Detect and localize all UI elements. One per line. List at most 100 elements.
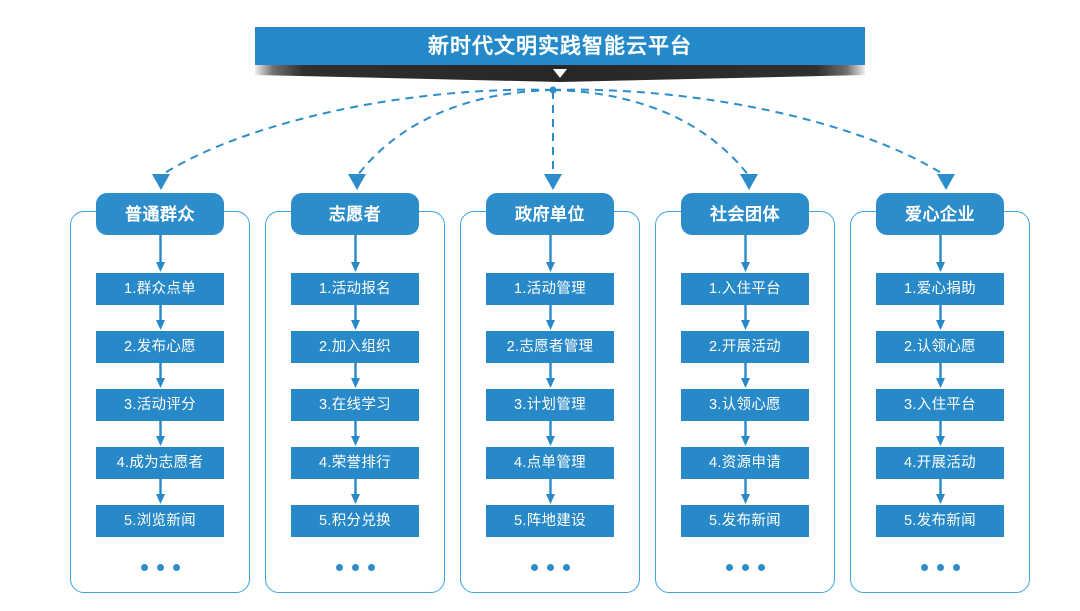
role-item-label: 5.积分兑换 — [319, 512, 391, 529]
role-item-label: 1.群众点单 — [124, 280, 196, 297]
role-item[interactable]: 3.活动评分 — [96, 389, 224, 421]
role-item[interactable]: 4.开展活动 — [876, 447, 1004, 479]
ellipsis-dot — [757, 563, 765, 571]
down-arrow-icon — [740, 235, 750, 273]
ellipsis-dot — [172, 563, 180, 571]
role-item-label: 3.计划管理 — [514, 396, 586, 413]
role-item-label: 4.点单管理 — [514, 454, 586, 471]
role-item-label: 4.资源申请 — [709, 454, 781, 471]
role-item[interactable]: 3.入住平台 — [876, 389, 1004, 421]
role-column-3: 政府单位 1.活动管理 2.志愿者管理 3.计划管理 4.点单管理 — [460, 193, 640, 593]
role-header-1[interactable]: 普通群众 — [96, 193, 224, 235]
role-header-label-1: 普通群众 — [125, 204, 195, 224]
down-arrow-icon — [155, 235, 165, 273]
down-arrow-icon — [155, 421, 165, 447]
role-item-label: 1.爱心捐助 — [904, 280, 976, 297]
role-item[interactable]: 4.荣誉排行 — [291, 447, 419, 479]
connector-to-col-2 — [356, 89, 554, 177]
down-arrow-icon — [155, 363, 165, 389]
ellipsis-dot — [562, 563, 570, 571]
role-item[interactable]: 2.发布心愿 — [96, 331, 224, 363]
role-header-label-5: 爱心企业 — [905, 204, 975, 224]
role-item-label: 2.发布心愿 — [124, 338, 196, 355]
banner-ribbon-tail — [255, 65, 865, 82]
more-items-ellipsis — [725, 562, 765, 572]
down-arrow-icon — [935, 363, 945, 389]
connector-arrowhead-1 — [152, 174, 170, 190]
role-item[interactable]: 5.发布新闻 — [876, 505, 1004, 537]
role-columns: 普通群众 1.群众点单 2.发布心愿 3.活动评分 4.成为志愿者 — [70, 193, 1030, 593]
ellipsis-dot — [367, 563, 375, 571]
role-item-label: 1.入住平台 — [709, 280, 781, 297]
down-arrow-icon — [935, 235, 945, 273]
role-item-label: 5.发布新闻 — [904, 512, 976, 529]
role-item-label: 1.活动报名 — [319, 280, 391, 297]
connector-arrowhead-3 — [544, 174, 562, 190]
ellipsis-dot — [741, 563, 749, 571]
role-header-label-3: 政府单位 — [515, 204, 585, 224]
role-header-5[interactable]: 爱心企业 — [876, 193, 1004, 235]
ellipsis-dot — [530, 563, 538, 571]
down-arrow-icon — [350, 479, 360, 505]
connector-arrowhead-2 — [348, 174, 366, 190]
role-item[interactable]: 1.群众点单 — [96, 273, 224, 305]
role-item-label: 5.浏览新闻 — [124, 512, 196, 529]
role-item[interactable]: 4.点单管理 — [486, 447, 614, 479]
role-item[interactable]: 1.活动报名 — [291, 273, 419, 305]
role-item[interactable]: 5.浏览新闻 — [96, 505, 224, 537]
role-item[interactable]: 1.活动管理 — [486, 273, 614, 305]
ellipsis-dot — [546, 563, 554, 571]
ellipsis-dot — [725, 563, 733, 571]
role-header-2[interactable]: 志愿者 — [291, 193, 419, 235]
role-item-list-1: 1.群众点单 2.发布心愿 3.活动评分 4.成为志愿者 5.浏览新闻 — [96, 235, 224, 572]
down-arrow-icon — [935, 305, 945, 331]
role-item-list-5: 1.爱心捐助 2.认领心愿 3.入住平台 4.开展活动 5.发布新闻 — [876, 235, 1004, 572]
role-item[interactable]: 3.在线学习 — [291, 389, 419, 421]
down-arrow-icon — [545, 479, 555, 505]
role-item[interactable]: 1.爱心捐助 — [876, 273, 1004, 305]
role-item[interactable]: 5.积分兑换 — [291, 505, 419, 537]
role-item[interactable]: 1.入住平台 — [681, 273, 809, 305]
down-arrow-icon — [155, 305, 165, 331]
ellipsis-dot — [351, 563, 359, 571]
down-arrow-icon — [545, 305, 555, 331]
role-item-list-2: 1.活动报名 2.加入组织 3.在线学习 4.荣誉排行 5.积分兑换 — [291, 235, 419, 572]
connector-to-col-4 — [552, 89, 750, 177]
role-item-label: 4.成为志愿者 — [116, 454, 204, 471]
role-item[interactable]: 5.发布新闻 — [681, 505, 809, 537]
connector-arrowhead-5 — [937, 174, 955, 190]
down-arrow-icon — [545, 363, 555, 389]
role-item[interactable]: 4.资源申请 — [681, 447, 809, 479]
ellipsis-dot — [335, 563, 343, 571]
more-items-ellipsis — [530, 562, 570, 572]
role-item[interactable]: 3.计划管理 — [486, 389, 614, 421]
role-item-label: 5.发布新闻 — [709, 512, 781, 529]
role-item-list-3: 1.活动管理 2.志愿者管理 3.计划管理 4.点单管理 5.阵地建设 — [486, 235, 614, 572]
ellipsis-dot — [952, 563, 960, 571]
down-arrow-icon — [740, 479, 750, 505]
ellipsis-dot — [920, 563, 928, 571]
role-item[interactable]: 5.阵地建设 — [486, 505, 614, 537]
role-item[interactable]: 2.认领心愿 — [876, 331, 1004, 363]
role-column-5: 爱心企业 1.爱心捐助 2.认领心愿 3.入住平台 4.开展活动 — [850, 193, 1030, 593]
down-arrow-icon — [350, 305, 360, 331]
platform-title-banner: 新时代文明实践智能云平台 — [255, 27, 865, 65]
role-item[interactable]: 2.加入组织 — [291, 331, 419, 363]
role-item[interactable]: 3.认领心愿 — [681, 389, 809, 421]
role-header-4[interactable]: 社会团体 — [681, 193, 809, 235]
role-item[interactable]: 2.志愿者管理 — [486, 331, 614, 363]
role-header-3[interactable]: 政府单位 — [486, 193, 614, 235]
page-title: 新时代文明实践智能云平台 — [428, 34, 692, 58]
role-item[interactable]: 2.开展活动 — [681, 331, 809, 363]
more-items-ellipsis — [140, 562, 180, 572]
down-arrow-icon — [350, 421, 360, 447]
role-item[interactable]: 4.成为志愿者 — [96, 447, 224, 479]
connector-origin-node — [549, 86, 557, 94]
role-item-label: 3.活动评分 — [124, 396, 196, 413]
role-item-label: 3.认领心愿 — [709, 396, 781, 413]
role-column-4: 社会团体 1.入住平台 2.开展活动 3.认领心愿 4.资源申请 — [655, 193, 835, 593]
down-arrow-icon — [350, 235, 360, 273]
ellipsis-dot — [140, 563, 148, 571]
role-item-label: 2.认领心愿 — [904, 338, 976, 355]
